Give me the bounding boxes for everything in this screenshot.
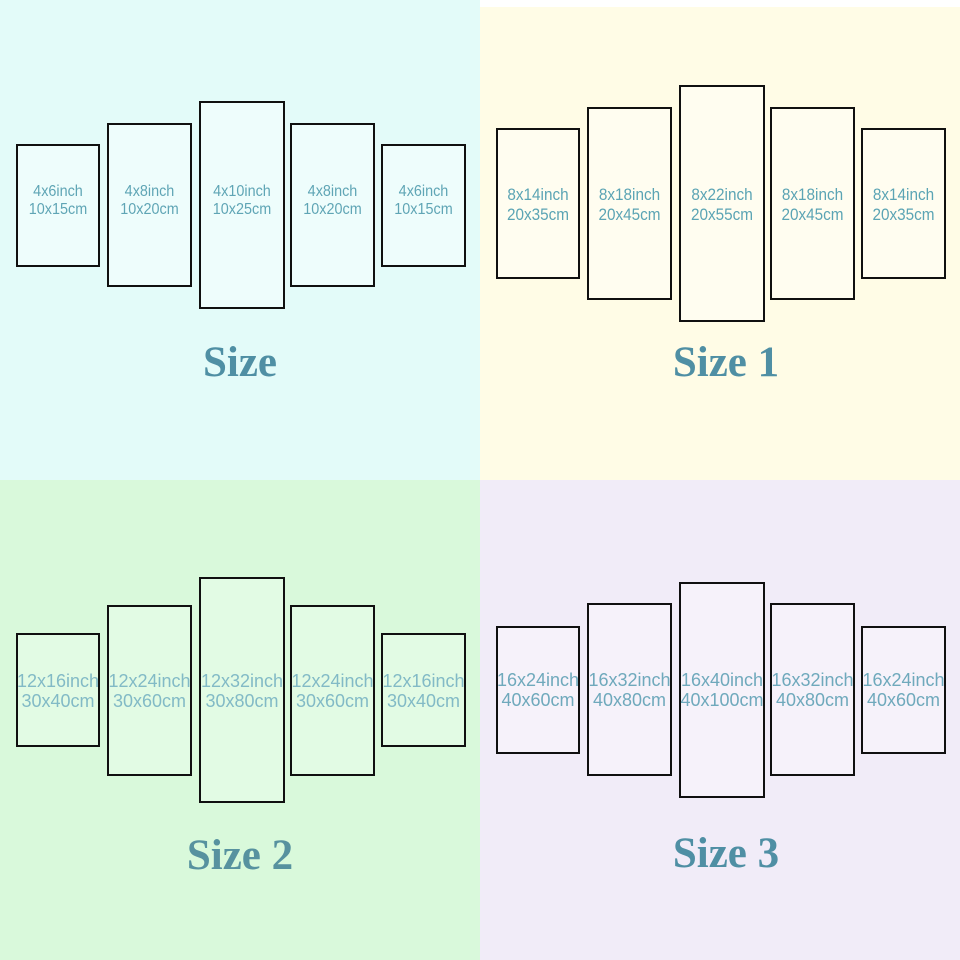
panel-size-label: 8x18inch 20x45cm [591, 185, 668, 225]
panel-size-label: 12x16inch 30x40cm [16, 671, 100, 711]
inch-size-text: 12x16inch [382, 671, 465, 691]
inch-size-text: 16x24inch [862, 670, 945, 690]
panel-size-label: 12x24inch 30x60cm [107, 671, 192, 711]
canvas-panel [861, 626, 946, 754]
cm-size-text: 40x80cm [592, 690, 667, 710]
panel-size-label: 4x8inch 10x20cm [111, 183, 188, 219]
canvas-panel [381, 633, 466, 747]
panel-size-label: 8x14inch 20x35cm [500, 185, 576, 225]
cm-size-text: 10x20cm [303, 201, 362, 218]
panel-size-label: 16x32inch 40x80cm [770, 670, 855, 710]
panel-size-label: 8x22inch 20x55cm [683, 185, 760, 225]
canvas-panel [107, 605, 192, 776]
panel-size-label: 4x10inch 10x25cm [203, 183, 280, 219]
inch-size-text: 12x24inch [108, 671, 191, 691]
panel-size-label: 16x40inch 40x100cm [679, 670, 765, 710]
canvas-panel [199, 101, 285, 309]
size2-quadrant: 12x16inch 30x40cm 12x24inch 30x60cm 12x3… [0, 480, 480, 960]
panel-size-label: 16x32inch 40x80cm [587, 670, 672, 710]
panel-size-label: 4x6inch 10x15cm [20, 183, 96, 219]
inch-size-text: 16x32inch [771, 670, 854, 690]
canvas-panel [770, 603, 855, 776]
inch-size-text: 4x8inch [124, 183, 175, 200]
panel-size-label: 16x24inch 40x60cm [861, 670, 946, 710]
cm-size-text: 10x25cm [212, 201, 272, 218]
inch-size-text: 16x32inch [588, 670, 671, 690]
canvas-panel [199, 577, 285, 803]
panel-size-label: 8x14inch 20x35cm [865, 185, 942, 225]
cm-size-text: 30x60cm [295, 691, 370, 711]
cm-size-text: 40x60cm [866, 690, 941, 710]
size-group-title: Size 1 [672, 339, 780, 386]
inch-size-text: 8x14inch [872, 185, 935, 204]
size-group-title: Size 3 [672, 830, 780, 877]
cm-size-text: 40x80cm [775, 690, 850, 710]
panel-size-label: 4x8inch 10x20cm [294, 183, 371, 219]
size-group-title: Size [202, 339, 278, 386]
inch-size-text: 8x18inch [781, 185, 844, 204]
canvas-panel [496, 128, 580, 279]
inch-size-text: 4x6inch [398, 183, 449, 200]
panel-size-label: 16x24inch 40x60cm [496, 670, 580, 710]
cm-size-text: 20x45cm [781, 205, 844, 224]
cm-size-text: 30x60cm [112, 691, 187, 711]
panel-size-label: 8x18inch 20x45cm [774, 185, 851, 225]
cm-size-text: 10x20cm [120, 201, 179, 218]
panel-size-label: 12x32inch 30x80cm [199, 671, 285, 711]
canvas-panel [107, 123, 192, 287]
size1-quadrant: 8x14inch 20x35cm 8x18inch 20x45cm 8x22in… [480, 0, 960, 480]
cm-size-text: 20x35cm [506, 205, 570, 224]
inch-size-text: 4x8inch [307, 183, 358, 200]
inch-size-text: 8x22inch [691, 185, 753, 204]
canvas-panel [679, 85, 765, 322]
canvas-panel [290, 605, 375, 776]
canvas-panel [16, 633, 100, 747]
panel-size-label: 4x6inch 10x15cm [385, 183, 462, 219]
panel-size-label: 12x16inch 30x40cm [381, 671, 466, 711]
canvas-panel [861, 128, 946, 279]
canvas-panel [496, 626, 580, 754]
canvas-panel [587, 107, 672, 300]
canvas-panel [587, 603, 672, 776]
inch-size-text: 16x24inch [496, 670, 580, 690]
cm-size-text: 30x40cm [21, 691, 95, 711]
inch-size-text: 4x10inch [213, 183, 271, 200]
size-quadrant: 4x6inch 10x15cm 4x8inch 10x20cm 4x10inch… [0, 0, 480, 480]
canvas-panel [679, 582, 765, 798]
inch-size-text: 16x40inch [680, 670, 764, 690]
inch-size-text: 12x16inch [16, 671, 100, 691]
cm-size-text: 10x15cm [394, 201, 453, 218]
inch-size-text: 4x6inch [33, 183, 83, 200]
cm-size-text: 40x60cm [501, 690, 575, 710]
inch-size-text: 8x14inch [507, 185, 569, 204]
cm-size-text: 40x100cm [680, 690, 764, 710]
canvas-panel [770, 107, 855, 300]
inch-size-text: 8x18inch [598, 185, 661, 204]
cm-size-text: 10x15cm [28, 201, 88, 218]
panel-size-label: 12x24inch 30x60cm [290, 671, 375, 711]
cm-size-text: 20x45cm [598, 205, 661, 224]
cm-size-text: 20x55cm [690, 205, 754, 224]
canvas-panel [290, 123, 375, 287]
cm-size-text: 30x80cm [205, 691, 279, 711]
cm-size-text: 20x35cm [872, 205, 935, 224]
inch-size-text: 12x32inch [200, 671, 284, 691]
canvas-panel [16, 144, 100, 267]
canvas-panel [381, 144, 466, 267]
size3-quadrant: 16x24inch 40x60cm 16x32inch 40x80cm 16x4… [480, 480, 960, 960]
inch-size-text: 12x24inch [291, 671, 374, 691]
white-margin-strip [480, 0, 960, 7]
cm-size-text: 30x40cm [386, 691, 461, 711]
size-group-title: Size 2 [186, 832, 294, 879]
